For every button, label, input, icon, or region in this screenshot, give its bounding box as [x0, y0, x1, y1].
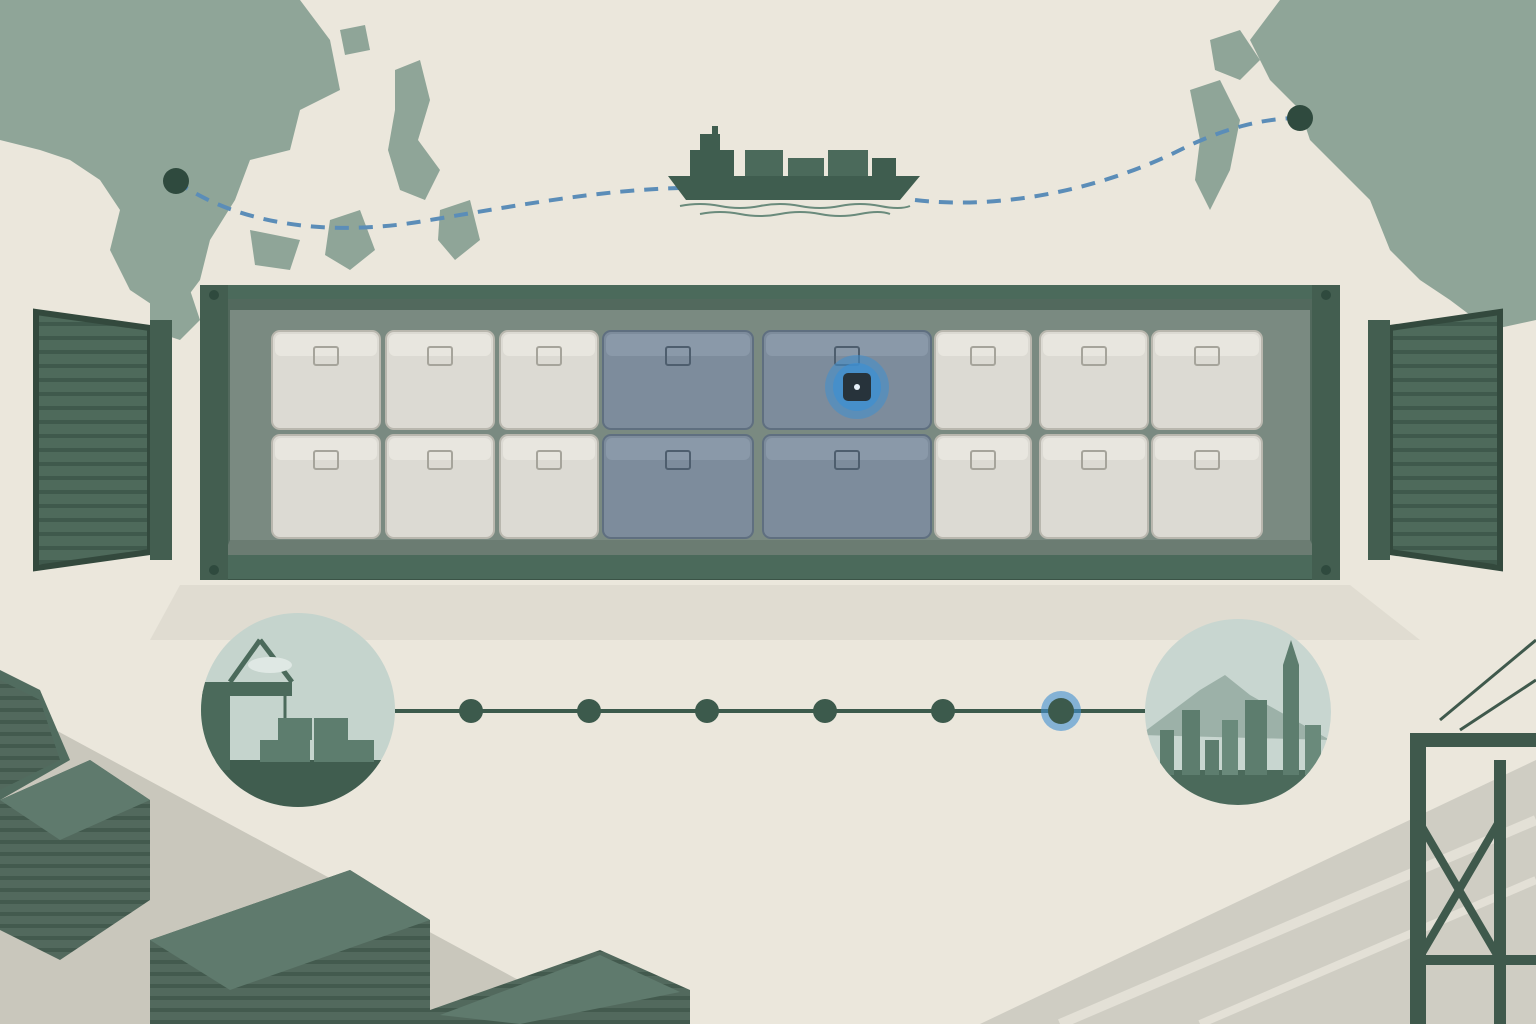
cargo-boxes	[271, 330, 1263, 539]
shipping-container	[33, 285, 1503, 640]
cargo-box[interactable]	[385, 330, 495, 430]
cargo-box[interactable]	[1039, 330, 1149, 430]
cargo-box[interactable]	[934, 330, 1032, 430]
timeline-node-current[interactable]	[1048, 698, 1074, 724]
cargo-box[interactable]	[385, 434, 495, 539]
left-door[interactable]	[33, 308, 172, 572]
timeline-node[interactable]	[459, 699, 483, 723]
cargo-box[interactable]	[499, 434, 599, 539]
cargo-box[interactable]	[762, 434, 932, 539]
landmass-indochina	[0, 0, 340, 310]
cargo-box[interactable]	[602, 330, 754, 430]
timeline-node[interactable]	[813, 699, 837, 723]
shipping-route	[163, 105, 1313, 230]
shipment-timeline	[395, 691, 1145, 731]
cargo-box[interactable]	[1039, 434, 1149, 539]
cargo-box[interactable]	[602, 434, 754, 539]
cargo-ship-icon	[668, 126, 920, 217]
cargo-box[interactable]	[499, 330, 599, 430]
cargo-box[interactable]	[271, 434, 381, 539]
landmass-philippines	[388, 60, 440, 200]
cargo-box[interactable]	[934, 434, 1032, 539]
origin-marker[interactable]	[163, 168, 189, 194]
timeline-node[interactable]	[577, 699, 601, 723]
timeline-node[interactable]	[695, 699, 719, 723]
stacked-containers	[0, 670, 690, 1024]
cargo-box[interactable]	[1151, 330, 1263, 430]
right-door[interactable]	[1368, 308, 1503, 572]
cargo-box[interactable]	[271, 330, 381, 430]
gps-tracker-icon[interactable]	[825, 355, 889, 419]
destination-marker[interactable]	[1287, 105, 1313, 131]
gantry-crane	[1410, 638, 1536, 1024]
landmass-east-asia	[1250, 0, 1536, 330]
timeline-node[interactable]	[931, 699, 955, 723]
cargo-box[interactable]	[1151, 434, 1263, 539]
